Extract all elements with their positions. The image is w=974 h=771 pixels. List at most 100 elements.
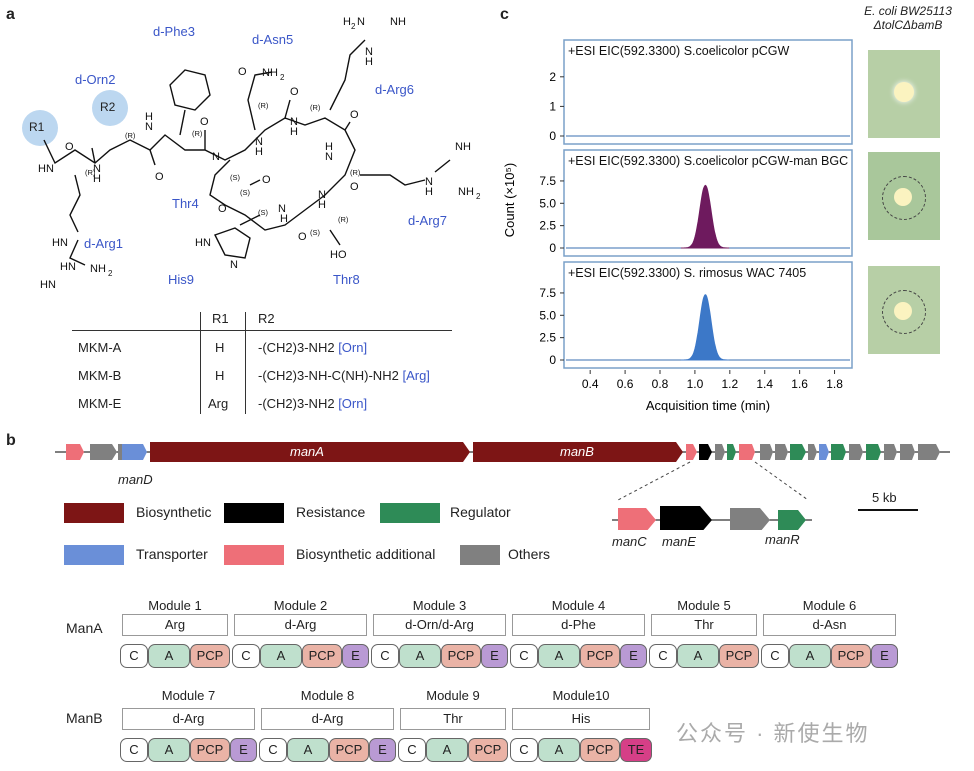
scale-bar-label: 5 kb: [872, 490, 897, 505]
svg-text:N: N: [278, 203, 286, 215]
legend-label: Regulator: [450, 504, 511, 520]
svg-text:N: N: [325, 151, 333, 163]
y-tick-label: 5.0: [539, 308, 556, 322]
svg-text:N: N: [145, 121, 153, 133]
domain-e: E: [481, 644, 508, 668]
svg-text:(R): (R): [192, 129, 203, 138]
legend-swatch: [460, 545, 500, 565]
svg-text:O: O: [298, 231, 307, 243]
svg-text:O: O: [262, 174, 271, 186]
module-label: Module10: [552, 688, 610, 703]
domain-a: A: [426, 738, 468, 762]
gene-label-manE: manE: [662, 534, 696, 549]
y-tick-label: 0: [549, 129, 556, 143]
domain-a: A: [148, 644, 190, 668]
domain-a: A: [538, 644, 580, 668]
x-tick-label: 1.4: [756, 377, 773, 391]
module-substrate: Thr: [400, 708, 506, 730]
domain-e: E: [871, 644, 898, 668]
label-r1: R1: [29, 120, 45, 134]
x-tick-label: 0.6: [617, 377, 634, 391]
svg-text:HN: HN: [195, 237, 211, 249]
legend-label: Biosynthetic additional: [296, 546, 436, 562]
module-substrate: d-Arg: [234, 614, 367, 636]
domain-c: C: [649, 644, 677, 668]
svg-text:H: H: [280, 213, 288, 225]
x-tick-label: 1.8: [826, 377, 843, 391]
table-row-r1: H: [215, 340, 225, 355]
table-row-r2: -(CH2)3-NH2 [Orn]: [258, 396, 368, 411]
y-tick-label: 7.5: [539, 286, 556, 300]
table-row-name: MKM-A: [78, 340, 122, 355]
manA-label: ManA: [66, 620, 103, 636]
legend-swatch: [224, 503, 284, 523]
chromatogram-chart: +ESI EIC(592.3300) S.coelicolor pCGW012+…: [502, 39, 853, 413]
label-thr4: Thr4: [172, 196, 199, 211]
table-row-name: MKM-E: [78, 396, 122, 411]
svg-text:(S): (S): [240, 188, 251, 197]
panel-letter-b: b: [6, 432, 16, 449]
y-tick-label: 2.5: [539, 331, 556, 345]
label-thr8: Thr8: [333, 272, 360, 287]
table-header-r2: R2: [258, 311, 275, 326]
table-row-r1: H: [215, 368, 225, 383]
domain-a: A: [148, 738, 190, 762]
svg-text:(R): (R): [85, 168, 96, 177]
domain-e: E: [342, 644, 369, 668]
svg-text:N: N: [212, 151, 220, 163]
chart-panel-title: +ESI EIC(592.3300) S.coelicolor pCGW: [568, 44, 789, 58]
legend-swatch: [64, 503, 124, 523]
svg-text:(S): (S): [310, 228, 321, 237]
svg-text:2: 2: [108, 269, 113, 278]
module-label: Module 4: [551, 598, 606, 613]
domain-pcp: PCP: [441, 644, 481, 668]
domain-c: C: [259, 738, 287, 762]
domain-a: A: [538, 738, 580, 762]
svg-text:NH: NH: [458, 186, 474, 198]
module-substrate: d-Orn/d-Arg: [373, 614, 506, 636]
svg-text:(R): (R): [258, 101, 269, 110]
svg-text:NH: NH: [262, 67, 278, 79]
label-dasn5: d-Asn5: [252, 32, 294, 47]
svg-text:O: O: [65, 141, 74, 153]
module-substrate: His: [512, 708, 650, 730]
svg-text:H: H: [425, 186, 433, 198]
module-substrate: d-Asn: [763, 614, 896, 636]
y-tick-label: 7.5: [539, 174, 556, 188]
domain-e: E: [230, 738, 257, 762]
plates-header: E. coli BW25113 ΔtolCΔbamB: [864, 4, 952, 32]
domain-te: TE: [620, 738, 652, 762]
x-tick-label: 0.4: [582, 377, 599, 391]
y-tick-label: 1: [549, 99, 556, 113]
module-substrate: d-Arg: [122, 708, 255, 730]
svg-text:N: N: [365, 46, 373, 58]
module-substrate: d-Phe: [512, 614, 645, 636]
domain-a: A: [399, 644, 441, 668]
svg-text:O: O: [200, 116, 209, 128]
domain-c: C: [232, 644, 260, 668]
y-tick-label: 5.0: [539, 196, 556, 210]
svg-text:O: O: [290, 86, 299, 98]
label-r2: R2: [100, 100, 116, 114]
svg-text:H: H: [325, 141, 333, 153]
domain-c: C: [761, 644, 789, 668]
plate-control: [868, 50, 940, 138]
label-dorn2: d-Orn2: [75, 72, 116, 87]
chart-panel-title: +ESI EIC(592.3300) S.coelicolor pCGW-man…: [568, 154, 848, 168]
domain-pcp: PCP: [580, 738, 620, 762]
svg-text:HN: HN: [40, 279, 56, 291]
svg-text:H: H: [318, 199, 326, 211]
x-tick-label: 1.0: [687, 377, 704, 391]
gene-cluster-map: [55, 442, 950, 530]
label-darg6: d-Arg6: [375, 82, 415, 97]
domain-c: C: [398, 738, 426, 762]
svg-text:(S): (S): [258, 208, 269, 217]
svg-text:2: 2: [351, 22, 356, 31]
svg-text:HN: HN: [38, 163, 54, 175]
legend-label: Biosynthetic: [136, 504, 212, 520]
module-label: Module 6: [802, 598, 857, 613]
panel-letter-c: c: [500, 6, 509, 23]
x-tick-label: 1.2: [721, 377, 738, 391]
svg-text:HO: HO: [330, 249, 347, 261]
